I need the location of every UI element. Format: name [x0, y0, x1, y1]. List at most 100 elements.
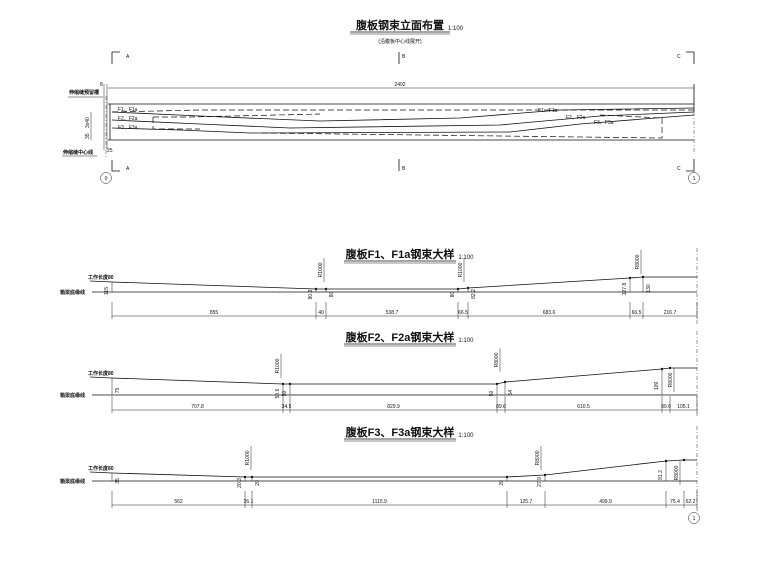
profile-point [668, 366, 672, 370]
dimension-value: 26.1 [244, 499, 254, 505]
radius-label: R8000 [535, 450, 541, 465]
work-length-label: 工作长度80 [88, 274, 114, 281]
dim-top: 8 [100, 82, 103, 88]
dimension-value: 562 [174, 499, 183, 505]
height-label: 20.3 [237, 478, 243, 488]
dimension-value: 40 [318, 310, 324, 316]
height-label: 50 [489, 391, 495, 397]
dimension-value: 125.7 [520, 499, 533, 505]
height-label: 80.8 [308, 289, 314, 299]
work-length-label: 工作长度80 [88, 370, 114, 377]
height-label: 27.9 [537, 477, 543, 487]
tendon-f1a-f3a-dashed [111, 109, 694, 139]
dimension-value: 683.6 [543, 310, 556, 316]
radius-label: R8000 [494, 352, 500, 367]
tendon-profile [89, 459, 697, 478]
section-label-a-top: A [126, 54, 130, 60]
axis-circle-0 [100, 172, 112, 184]
axis-circle-bottom [688, 512, 700, 524]
section-label-a-bottom: A [126, 166, 130, 172]
height-label: 109 [654, 382, 660, 391]
radius-label: R1000 [245, 450, 251, 465]
dimension-value: 499.9 [599, 499, 612, 505]
section-mark-c-top [686, 51, 695, 64]
dimension-value: 610.5 [577, 404, 590, 410]
dimension-value: 538.7 [386, 310, 399, 316]
base-line-label: 箱梁底缘线 [59, 392, 85, 399]
height-label: 91.2 [658, 470, 664, 480]
section-mark-a-top [111, 51, 120, 64]
detail-scale: 1:100 [458, 433, 474, 439]
detail-scale: 1:100 [458, 255, 474, 261]
label-joint-centerline: 伸缩缝中心线 [62, 149, 93, 156]
tendon-f2 [111, 111, 695, 129]
detail-title: 腹板F2、F2a钢束大样 [346, 330, 455, 344]
section-mark-a-bottom [111, 160, 120, 172]
section-mark-c-bottom [686, 159, 695, 172]
tendon-label-f2-right: F2、F2a [566, 115, 586, 121]
tendon-profile [89, 367, 697, 385]
tendon-label-f3-left: F3、F3a [118, 125, 138, 131]
dimension-value: 829.9 [387, 404, 400, 410]
detail-title: 腹板F1、F1a钢束大样 [346, 247, 455, 261]
height-label: 54 [508, 390, 514, 396]
height-label: 127.8 [622, 283, 628, 296]
dim-3x40: 3x40 [85, 117, 91, 128]
axis-circle-1 [688, 172, 700, 184]
section-label-b-bottom: B [402, 166, 406, 172]
dimension-value: 66.5 [632, 310, 642, 316]
work-length-label: 工作长度80 [88, 465, 114, 472]
height-label: 50.6 [275, 388, 281, 398]
height-label: 130 [646, 284, 652, 293]
detail-scale: 1:100 [458, 338, 474, 344]
tendon-profile [89, 276, 697, 290]
height-label: 80 [329, 292, 335, 298]
girder-outline [108, 84, 695, 141]
dimension-value: 89.6 [661, 404, 671, 410]
axis-label-1: 1 [693, 176, 696, 182]
base-line-label: 箱梁底缘线 [59, 289, 85, 296]
height-label: 20 [499, 480, 505, 486]
radius-label: R8000 [668, 372, 674, 387]
base-line-label: 箱梁底缘线 [59, 478, 85, 485]
dimension-value: 62.2 [686, 499, 696, 505]
section-label-c-top: C [677, 54, 681, 60]
axis-label-bottom: 1 [693, 516, 696, 522]
height-label: 80 [450, 292, 456, 298]
dim-35: 35 [85, 133, 91, 139]
dimension-value: 89.6 [496, 404, 506, 410]
length-dimension: 2492 [394, 82, 405, 88]
dim-25: 25 [107, 148, 113, 154]
section-label-c-bottom: C [677, 166, 681, 172]
main-title-scale: 1:100 [448, 26, 464, 32]
detail-title: 腹板F3、F3a钢束大样 [346, 425, 455, 439]
main-subtitle: (沿腹板中心线展开) [378, 38, 422, 45]
tendon-label-f1-left: F1、F1a [118, 107, 138, 113]
section-label-b-top: B [402, 54, 406, 60]
height-label: 75 [115, 388, 121, 394]
radius-label: R1000 [275, 358, 281, 373]
dimension-value: 34.5 [282, 404, 292, 410]
axis-label-0: 0 [105, 176, 108, 182]
height-label: 82.2 [471, 289, 477, 299]
radius-label: R1000 [318, 262, 324, 277]
dimension-value: 855 [210, 310, 219, 316]
tendon-f3 [111, 114, 695, 134]
height-label: 20 [255, 480, 261, 486]
profile-point [682, 458, 686, 462]
tendon-label-f3-right: F3、F3a [594, 120, 614, 126]
dimension-value: 105.1 [677, 404, 690, 410]
tendon-label-f2-left: F2、F2a [118, 116, 138, 122]
label-expansion-groove: 伸缩缝预留槽 [68, 89, 99, 96]
radius-label: R1000 [458, 262, 464, 277]
dimension-value: 216.7 [664, 310, 677, 316]
radius-label: R8000 [674, 465, 680, 480]
height-label: 50 [282, 391, 288, 397]
main-title-block: 腹板钢束立面布置 1:100 (沿腹板中心线展开) [350, 18, 464, 45]
radius-label: R8000 [635, 254, 641, 269]
